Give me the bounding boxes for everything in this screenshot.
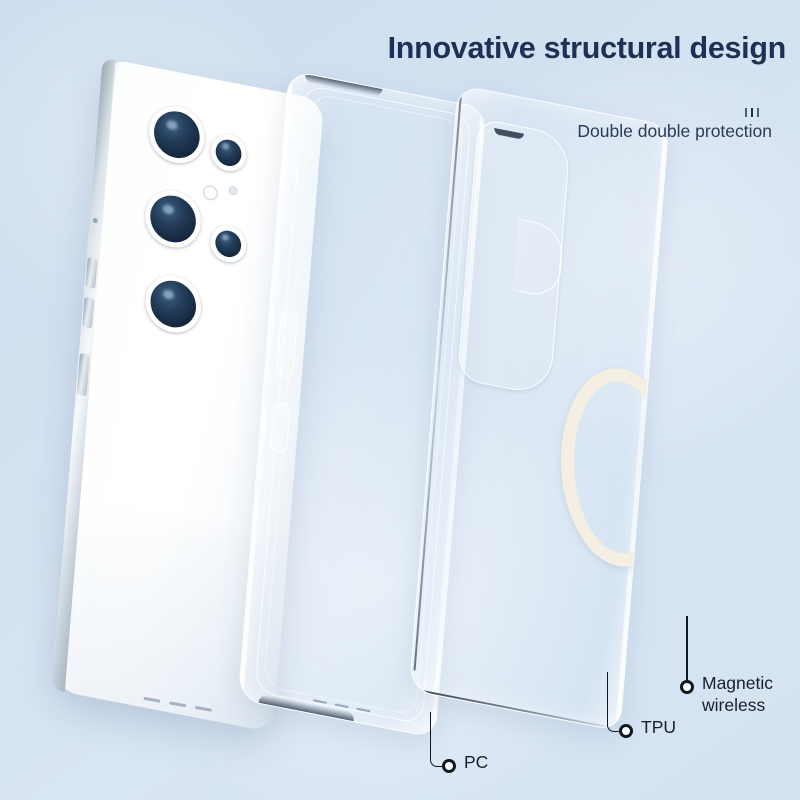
camera-flash-icon bbox=[228, 185, 238, 196]
magnetic-wireless-label: Magnetic wireless bbox=[702, 673, 774, 716]
page-title: Innovative structural design bbox=[387, 31, 787, 65]
tpu-label: TPU bbox=[641, 717, 676, 737]
camera-lens-telephoto bbox=[143, 271, 203, 338]
camera-lens-main bbox=[147, 101, 207, 168]
magsafe-magnet-tab bbox=[650, 571, 665, 648]
microphone-hole bbox=[92, 217, 98, 224]
tick-mark-1 bbox=[745, 108, 747, 117]
tick-mark-2 bbox=[751, 108, 753, 117]
tpu-bullet bbox=[619, 724, 633, 738]
pc-leader-line bbox=[430, 712, 449, 767]
camera-island bbox=[133, 101, 262, 350]
pc-label: PC bbox=[464, 752, 489, 772]
tpu-leader-line bbox=[607, 672, 626, 732]
magnetic-wireless-bullet bbox=[680, 680, 694, 694]
magnetic-wireless-leader-line bbox=[686, 616, 688, 682]
tick-marks-decoration bbox=[745, 108, 759, 117]
camera-sensor-dot bbox=[204, 186, 217, 200]
pc-bullet bbox=[442, 759, 456, 773]
tick-mark-3 bbox=[757, 108, 759, 117]
camera-lens-ultrawide bbox=[209, 131, 247, 174]
camera-lens-macro bbox=[209, 222, 247, 265]
camera-lens-wide bbox=[143, 186, 203, 253]
magsafe-magnet-ring bbox=[560, 362, 670, 573]
page-subtitle: Double double protection bbox=[577, 121, 772, 141]
